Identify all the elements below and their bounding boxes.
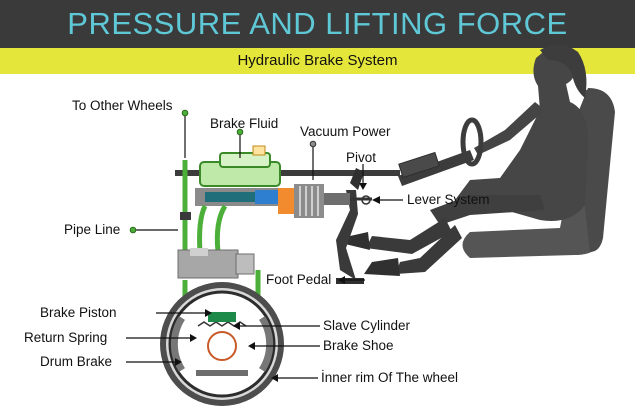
driver-silhouette <box>345 44 615 276</box>
label-pivot: Pivot <box>346 150 377 165</box>
label-brake-piston: Brake Piston <box>40 305 117 320</box>
label-lever-system: Lever System <box>407 192 490 207</box>
subtitle-bar <box>0 48 635 74</box>
frame-bar <box>175 170 400 176</box>
page-title: PRESSURE AND LIFTING FORCE <box>67 6 568 41</box>
vacuum-booster <box>278 184 372 218</box>
page-subtitle: Hydraulic Brake System <box>237 52 398 69</box>
label-foot-pedal: Foot Pedal <box>266 272 332 287</box>
callout-lines <box>126 113 403 379</box>
label-brake-shoe: Brake Shoe <box>323 338 394 353</box>
label-slave-cylinder: Slave Cylinder <box>323 318 411 333</box>
label-to-other-wheels: To Other Wheels <box>72 98 173 113</box>
label-vacuum-power: Vacuum Power <box>300 124 391 139</box>
callout-arrows <box>175 183 380 382</box>
header-bar <box>0 0 635 48</box>
label-pipe-line: Pipe Line <box>64 222 121 237</box>
label-brake-fluid: Brake Fluid <box>210 116 279 131</box>
label-return-spring: Return Spring <box>24 330 108 345</box>
master-cylinder <box>195 145 290 206</box>
callout-dots <box>129 109 317 234</box>
pipe-clamp <box>180 212 191 220</box>
drum-brake <box>160 282 284 406</box>
junction-block <box>177 248 255 279</box>
label-inner-rim: İnner rim Of The wheel <box>321 370 459 385</box>
label-drum-brake: Drum Brake <box>40 354 113 369</box>
